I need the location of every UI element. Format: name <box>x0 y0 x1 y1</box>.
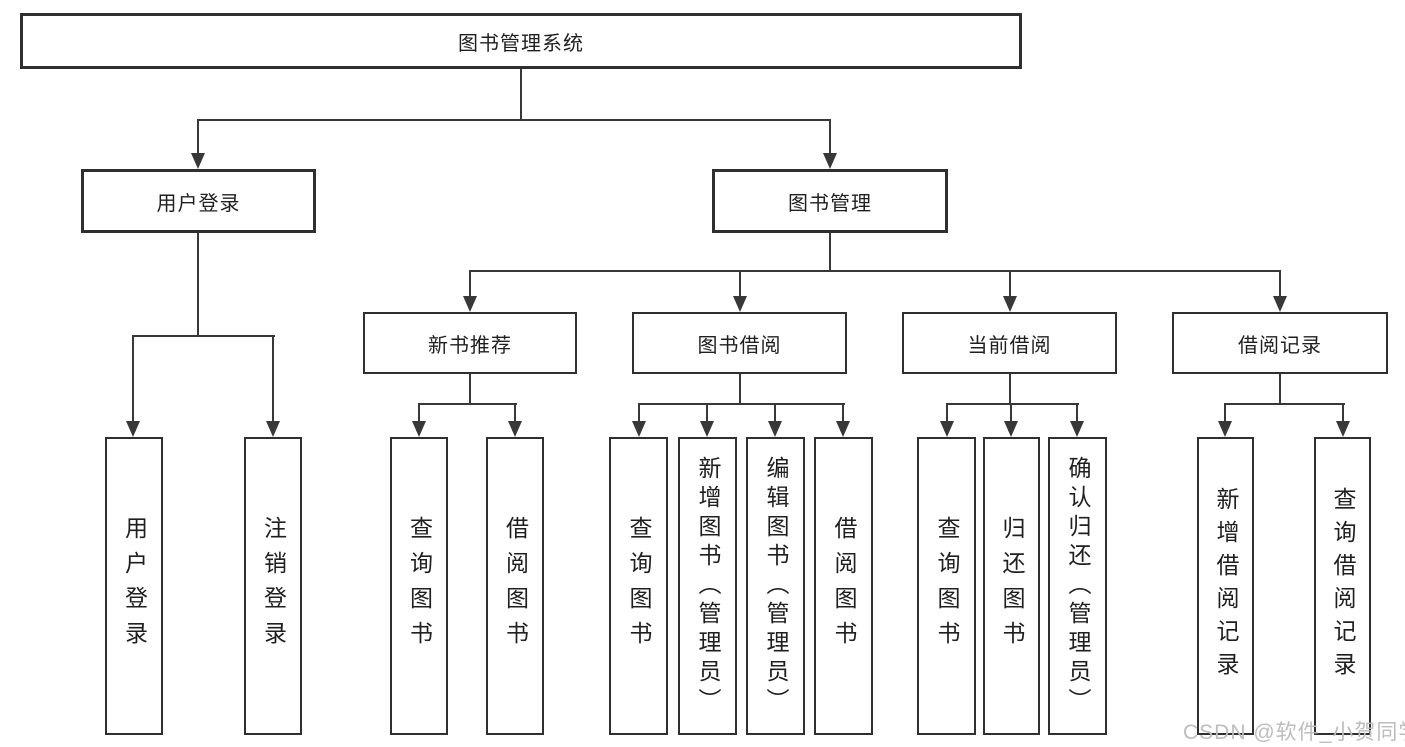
connector-line <box>946 403 948 423</box>
node-new-book-recommend: 新书推荐 <box>363 312 577 374</box>
connector-line <box>1224 403 1226 423</box>
arrowhead-icon <box>463 296 477 312</box>
arrowhead-icon <box>412 421 426 437</box>
arrowhead-icon <box>191 153 205 169</box>
connector-line <box>132 335 275 337</box>
arrowhead-icon <box>836 421 850 437</box>
node-borrow-books-borrow: 借阅图书 <box>814 437 873 735</box>
csdn-watermark: CSDN @软件_小贺同学 <box>1183 721 1405 744</box>
arrowhead-icon <box>266 421 280 437</box>
arrowhead-icon <box>1336 421 1350 437</box>
node-logout-action: 注销登录 <box>244 437 302 735</box>
node-edit-book-admin: 编辑图书（管理员） <box>746 437 805 735</box>
node-borrowing-records: 借阅记录 <box>1172 312 1388 374</box>
arrowhead-icon <box>1070 421 1084 437</box>
node-book-borrowing: 图书借阅 <box>632 312 847 374</box>
connector-line <box>1342 403 1344 423</box>
node-query-books-borrow: 查询图书 <box>609 437 668 735</box>
connector-line <box>197 119 199 154</box>
connector-line <box>829 119 831 154</box>
connector-line <box>197 233 199 337</box>
connector-line <box>706 403 708 423</box>
connector-line <box>469 270 471 298</box>
connector-line <box>946 403 1079 405</box>
connector-line <box>1009 374 1011 405</box>
arrowhead-icon <box>768 421 782 437</box>
connector-line <box>514 403 516 423</box>
connector-line <box>638 403 845 405</box>
arrowhead-icon <box>733 296 747 312</box>
arrowhead-icon <box>700 421 714 437</box>
node-query-books-rec: 查询图书 <box>390 437 448 735</box>
arrowhead-icon <box>508 421 522 437</box>
arrowhead-icon <box>940 421 954 437</box>
connector-line <box>842 403 844 423</box>
arrowhead-icon <box>1004 421 1018 437</box>
arrowhead-icon <box>126 421 140 437</box>
arrowhead-icon <box>1273 296 1287 312</box>
connector-line <box>418 403 420 423</box>
connector-line <box>520 69 522 121</box>
arrowhead-icon <box>1218 421 1232 437</box>
node-current-borrowing: 当前借阅 <box>902 312 1117 374</box>
node-root-system: 图书管理系统 <box>20 13 1022 69</box>
connector-line <box>774 403 776 423</box>
node-add-book-admin: 新增图书（管理员） <box>678 437 737 735</box>
node-user-login: 用户登录 <box>81 169 316 233</box>
connector-line <box>469 270 1281 272</box>
node-add-borrow-record: 新增借阅记录 <box>1197 437 1254 735</box>
node-query-borrow-record: 查询借阅记录 <box>1314 437 1371 735</box>
connector-line <box>132 335 134 423</box>
connector-line <box>1224 403 1345 405</box>
connector-line <box>638 403 640 423</box>
connector-line <box>197 119 831 121</box>
connector-line <box>1279 270 1281 298</box>
connector-line <box>1076 403 1078 423</box>
node-query-books-current: 查询图书 <box>917 437 976 735</box>
arrowhead-icon <box>823 153 837 169</box>
connector-line <box>272 335 274 423</box>
connector-line <box>1009 270 1011 298</box>
connector-line <box>829 233 831 272</box>
connector-line <box>739 270 741 298</box>
node-user-login-action: 用户登录 <box>105 437 163 735</box>
connector-line <box>469 374 471 405</box>
node-confirm-return-admin: 确认归还（管理员） <box>1048 437 1107 735</box>
arrowhead-icon <box>632 421 646 437</box>
connector-line <box>1279 374 1281 405</box>
connector-line <box>1010 403 1012 423</box>
connector-line <box>418 403 517 405</box>
node-borrow-books-rec: 借阅图书 <box>486 437 544 735</box>
connector-line <box>739 374 741 405</box>
node-return-book: 归还图书 <box>983 437 1040 735</box>
node-book-management: 图书管理 <box>712 169 948 233</box>
arrowhead-icon <box>1003 296 1017 312</box>
